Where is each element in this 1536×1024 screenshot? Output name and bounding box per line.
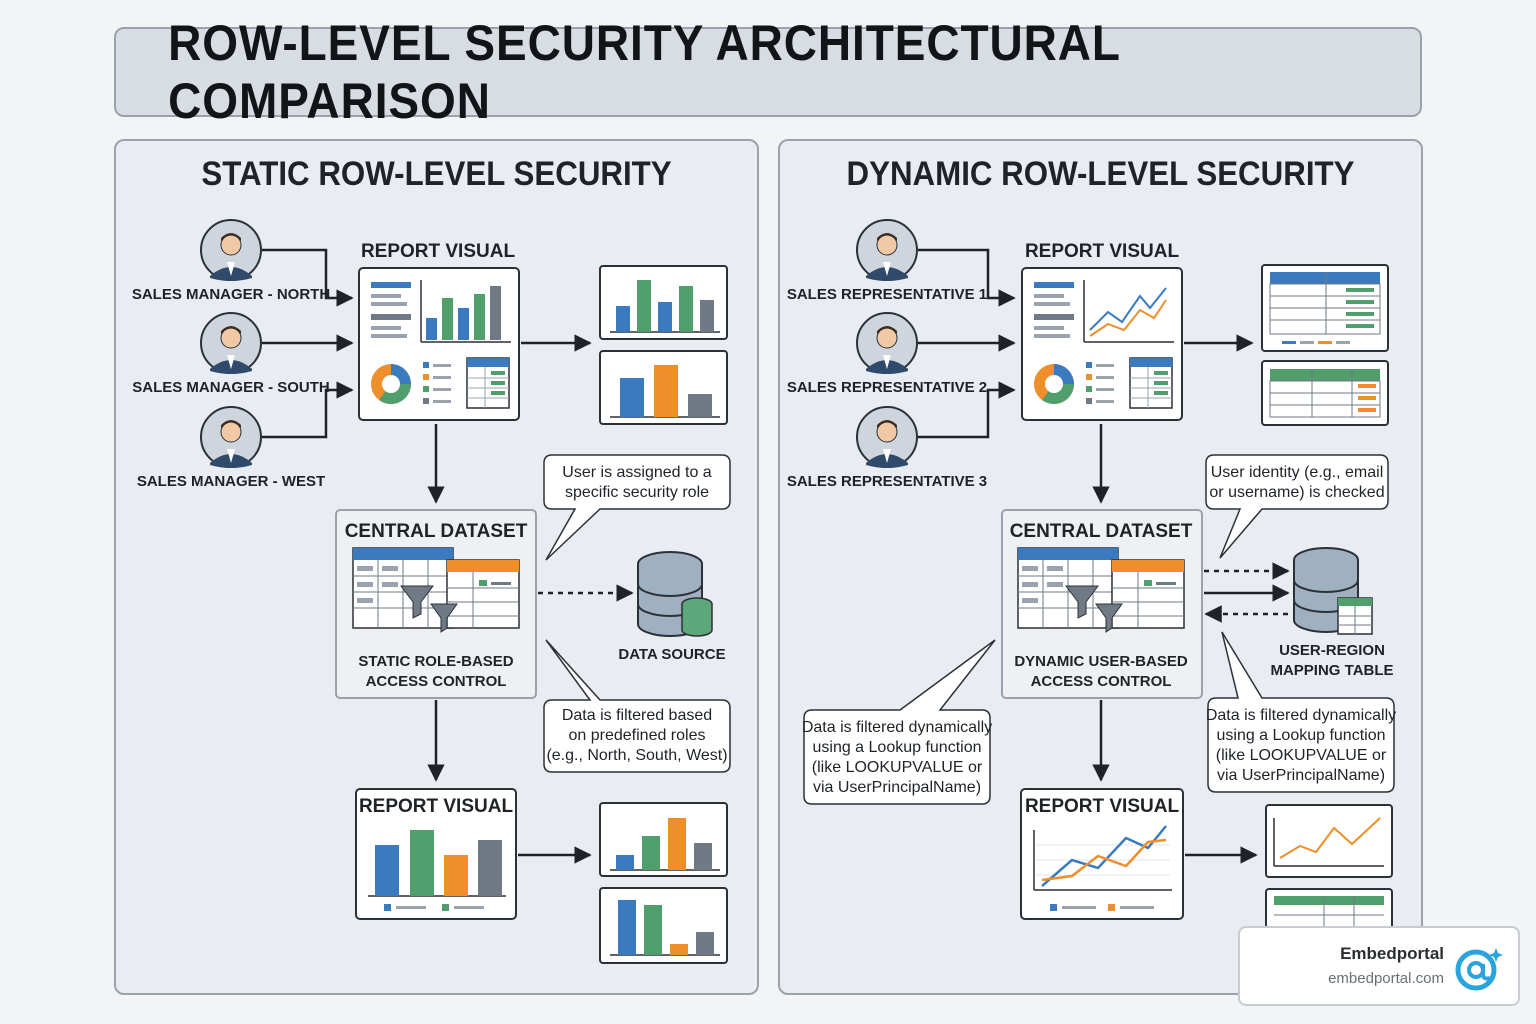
static-dashboard-bars [426,286,501,340]
dynamic-output-table-bottom [1265,888,1393,930]
main-title-bar: ROW-LEVEL SECURITY ARCHITECTURAL COMPARI… [114,15,1422,129]
static-user-label: SALES MANAGER - SOUTH [132,379,330,396]
user-avatar-icon [200,219,262,282]
lookup-left-line: using a Lookup function [812,739,981,756]
static-users: SALES MANAGER - NORTH SALES MANAGER - SO… [132,219,330,490]
dynamic-callout-identity: User identity (e.g., email or username) … [1205,454,1389,559]
static-bottom-report-label: REPORT VISUAL [359,796,514,817]
user-avatar-icon [856,219,918,282]
static-access-line1: STATIC ROLE-BASED [358,653,513,670]
dynamic-access-line2: ACCESS CONTROL [1031,673,1172,690]
user-avatar-icon [200,406,262,469]
lookup-right-line: Data is filtered dynamically [1206,707,1396,724]
lookup-left-line: (like LOOKUPVALUE or [812,759,983,776]
static-access-line2: ACCESS CONTROL [366,673,507,690]
static-output-chart-bottom1 [599,802,728,877]
dynamic-output-table-mid [1261,360,1389,426]
dynamic-panel-title: DYNAMIC ROW-LEVEL SECURITY [846,155,1355,193]
lookup-right-line: via UserPrincipalName) [1217,767,1385,784]
static-user-label: SALES MANAGER - WEST [137,473,325,490]
embedportal-logo-card[interactable]: Embedportal embedportal.com [1238,926,1520,1006]
static-callout-role-line1: User is assigned to a [562,464,712,481]
user-avatar-icon [856,406,918,469]
dynamic-callout-identity-line1: User identity (e.g., email [1211,464,1384,481]
main-title: ROW-LEVEL SECURITY ARCHITECTURAL COMPARI… [168,15,1121,129]
mapping-label-line1: USER-REGION [1279,642,1385,659]
static-report-visual-label: REPORT VISUAL [361,241,516,262]
static-callout-filter: Data is filtered based on predefined rol… [543,639,731,773]
dynamic-dashboard-lines [1089,287,1167,337]
user-avatar-icon [856,312,918,375]
dynamic-output-line-chart [1265,804,1393,878]
logo-name: Embedportal [1340,944,1444,963]
static-panel-title: STATIC ROW-LEVEL SECURITY [201,155,672,193]
static-callout-role-line2: specific security role [565,484,709,501]
lookup-left-line: Data is filtered dynamically [802,719,992,736]
dynamic-user-label: SALES REPRESENTATIVE 2 [787,379,987,396]
static-output-chart-top [599,265,728,340]
lookup-right-line: (like LOOKUPVALUE or [1216,747,1387,764]
dynamic-bottom-report-label: REPORT VISUAL [1025,796,1180,817]
dynamic-central-dataset-label: CENTRAL DATASET [1010,521,1193,542]
static-user-label: SALES MANAGER - NORTH [132,286,330,303]
dynamic-user-label: SALES REPRESENTATIVE 3 [787,473,987,490]
at-sign-logo-icon [1455,948,1503,991]
dynamic-callout-identity-line2: or username) is checked [1209,484,1384,501]
static-output-chart-mid [599,350,728,425]
dynamic-users: SALES REPRESENTATIVE 1 SALES REPRESENTAT… [787,219,987,490]
dynamic-access-line1: DYNAMIC USER-BASED [1014,653,1188,670]
dynamic-user-label: SALES REPRESENTATIVE 1 [787,286,987,303]
dynamic-callout-lookup-right: Data is filtered dynamically using a Loo… [1206,631,1396,793]
static-callout-filter-line2: on predefined roles [569,727,706,744]
mapping-label-line2: MAPPING TABLE [1270,662,1393,679]
static-output-chart-bottom2 [599,887,728,964]
data-source-label: DATA SOURCE [618,646,725,663]
static-central-dataset-label: CENTRAL DATASET [345,521,528,542]
lookup-left-line: via UserPrincipalName) [813,779,981,796]
dataset-table-icon [1017,547,1185,633]
dynamic-report-dashboard [1021,267,1183,421]
dataset-table-icon [352,547,520,633]
dynamic-callout-lookup-left: Data is filtered dynamically using a Loo… [802,639,996,805]
dynamic-report-visual-label: REPORT VISUAL [1025,241,1180,262]
static-callout-filter-line3: (e.g., North, South, West) [546,747,727,764]
static-bottom-report: REPORT VISUAL [355,788,517,920]
user-avatar-icon [200,312,262,375]
static-callout-filter-line1: Data is filtered based [562,707,712,724]
static-callout-role: User is assigned to a specific security … [543,454,731,561]
lookup-right-line: using a Lookup function [1216,727,1385,744]
dynamic-bottom-report: REPORT VISUAL [1020,788,1184,920]
logo-url: embedportal.com [1328,970,1444,987]
dynamic-output-table-top [1261,264,1389,352]
mapping-table-icon [1337,597,1373,635]
